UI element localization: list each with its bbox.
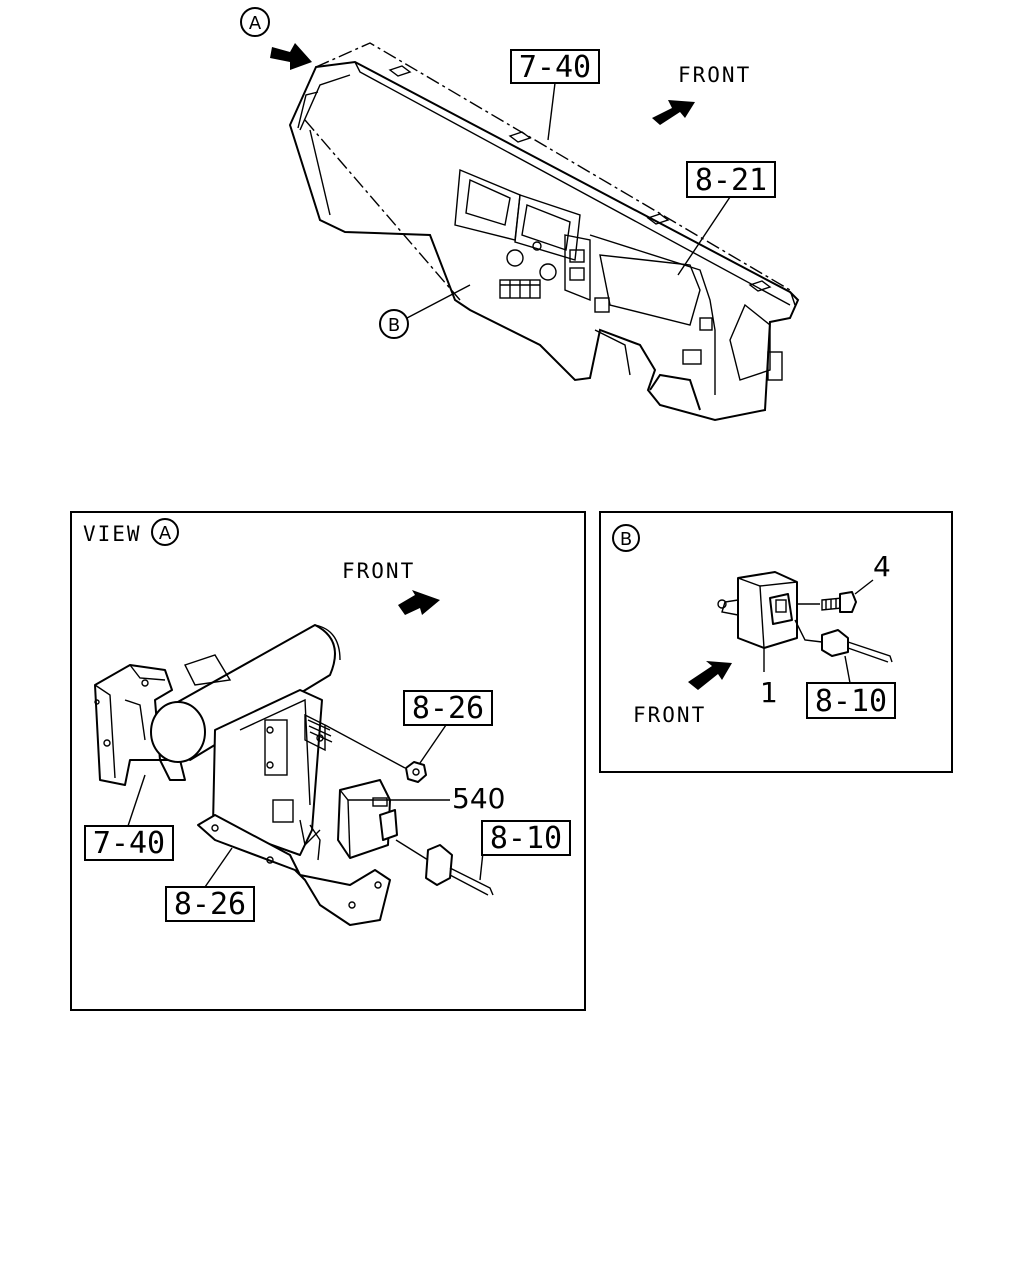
svg-text:8-10: 8-10 bbox=[815, 684, 887, 719]
label-8-10-view-a: 8-10 bbox=[481, 820, 571, 856]
label-8-21: 8-21 bbox=[677, 161, 776, 276]
label-7-40-view-a: 7-40 bbox=[84, 774, 174, 861]
view-b-title: B bbox=[612, 524, 640, 552]
svg-text:8-26: 8-26 bbox=[174, 887, 246, 922]
svg-text:VIEW: VIEW bbox=[83, 522, 142, 546]
front-arrow-view-b: FRONT bbox=[633, 661, 732, 727]
dashboard-assembly bbox=[288, 42, 800, 422]
harness-connector-b bbox=[794, 619, 893, 684]
svg-text:A: A bbox=[159, 523, 172, 544]
svg-text:8-21: 8-21 bbox=[695, 163, 767, 198]
svg-text:B: B bbox=[620, 529, 632, 550]
label-8-26-top: 8-26 bbox=[403, 690, 493, 764]
svg-text:7-40: 7-40 bbox=[93, 826, 165, 861]
svg-text:8-10: 8-10 bbox=[490, 821, 562, 856]
callout-a: A bbox=[249, 13, 262, 34]
view-a-arrow: A bbox=[240, 7, 312, 70]
callout-b-top: B bbox=[379, 284, 471, 339]
relay-540 bbox=[337, 779, 450, 859]
front-label-top: FRONT bbox=[678, 63, 751, 87]
screw-part-4 bbox=[798, 579, 874, 613]
svg-text:FRONT: FRONT bbox=[342, 559, 415, 583]
front-arrow-view-a: FRONT bbox=[342, 559, 440, 615]
part-number-4: 4 bbox=[873, 550, 891, 583]
view-a-title: VIEW A bbox=[83, 518, 179, 546]
label-7-40-top: 7-40 bbox=[510, 49, 600, 141]
part-number-540: 540 bbox=[452, 782, 505, 815]
svg-text:7-40: 7-40 bbox=[519, 50, 591, 85]
harness-connector-a bbox=[395, 839, 494, 896]
svg-text:FRONT: FRONT bbox=[633, 703, 706, 727]
part-number-1: 1 bbox=[760, 676, 778, 709]
nut bbox=[405, 761, 427, 783]
relay-part-1 bbox=[717, 571, 798, 672]
svg-text:8-26: 8-26 bbox=[412, 691, 484, 726]
view-b-panel bbox=[599, 511, 953, 773]
view-a-panel bbox=[70, 511, 586, 1011]
mounting-bracket bbox=[94, 624, 406, 926]
front-arrow-top: FRONT bbox=[652, 63, 751, 125]
label-8-10-view-b: 8-10 bbox=[806, 682, 896, 719]
label-8-26-bottom: 8-26 bbox=[165, 847, 255, 922]
svg-text:B: B bbox=[388, 315, 400, 336]
